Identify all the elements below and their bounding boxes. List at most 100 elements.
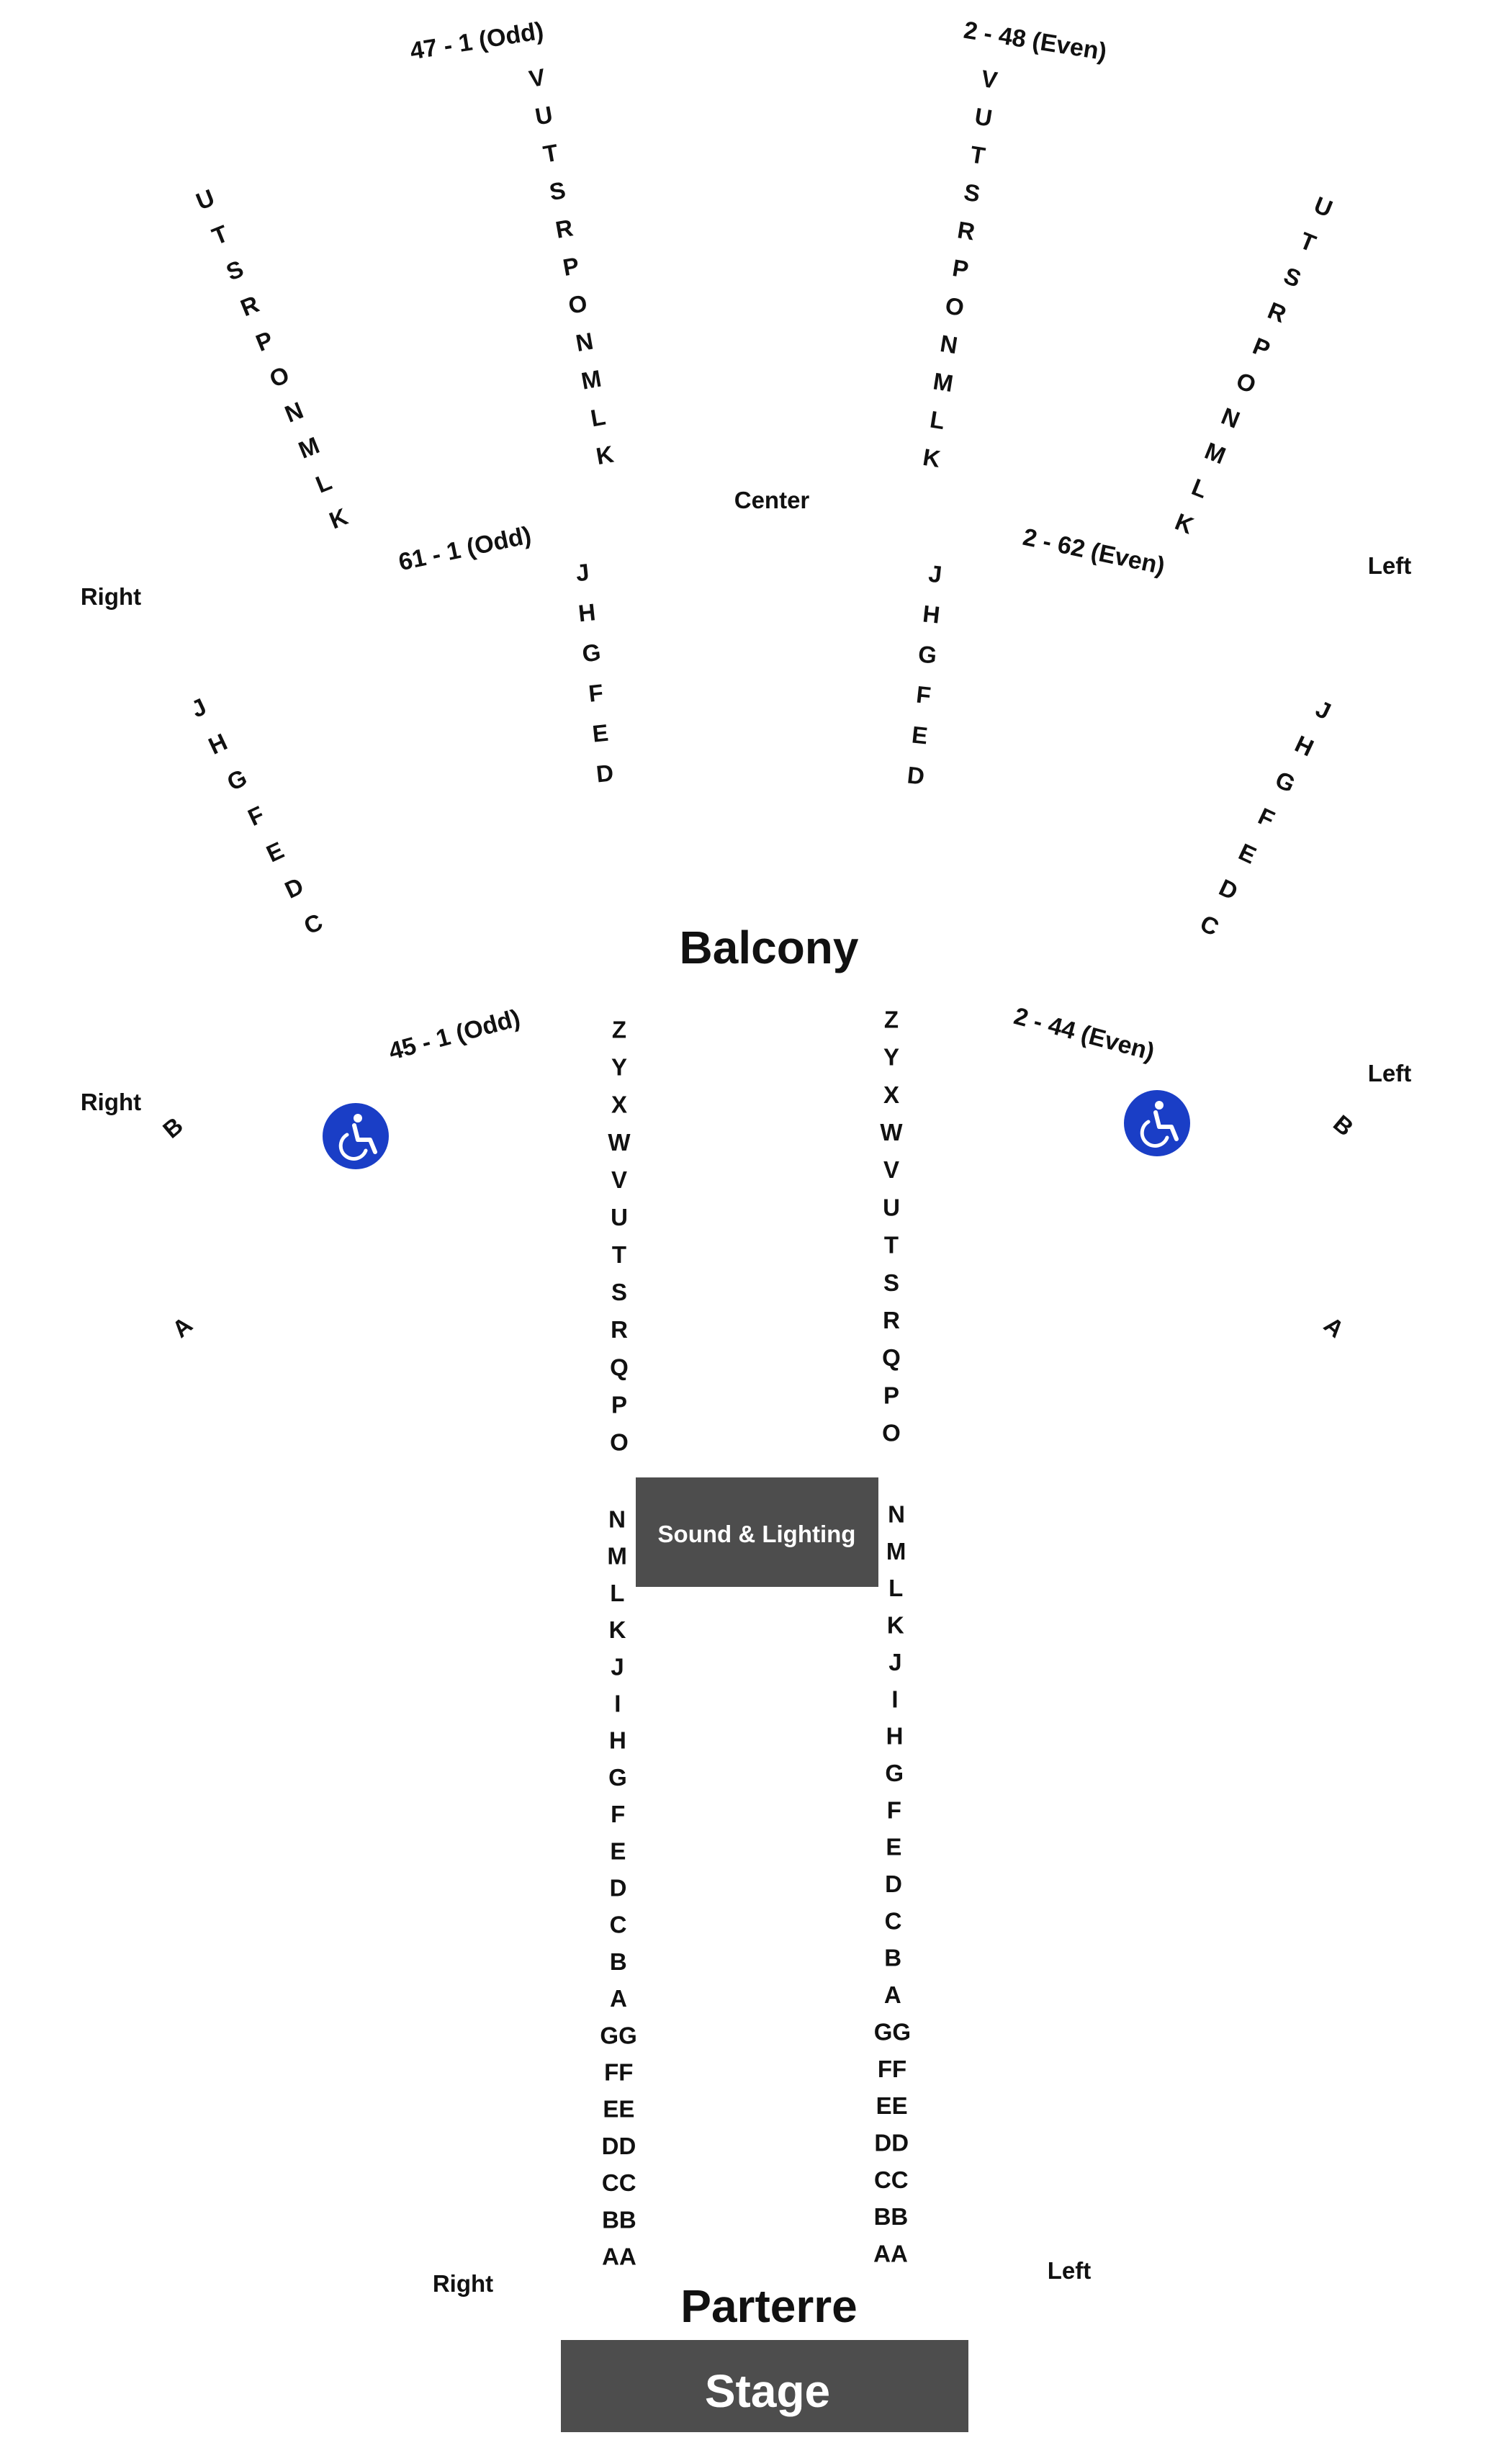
balcony-right-row-h[interactable]: H xyxy=(204,728,231,760)
parterre-right-row-cc[interactable]: CC xyxy=(602,2169,636,2196)
parterre-right-row-aa[interactable]: AA xyxy=(602,2244,636,2270)
parterre-right-row-v[interactable]: V xyxy=(611,1166,627,1193)
balcony-left-row-n[interactable]: N xyxy=(1218,402,1243,433)
balcony-center-left-row-e[interactable]: E xyxy=(911,721,930,749)
parterre-left-row-v[interactable]: V xyxy=(883,1156,899,1183)
parterre-right-row-n[interactable]: N xyxy=(608,1506,626,1533)
balcony-right-row-j[interactable]: J xyxy=(187,693,210,722)
balcony-left-row-p[interactable]: P xyxy=(1249,332,1274,363)
balcony-center-right-row-n[interactable]: N xyxy=(574,328,595,357)
parterre-right-row-bb[interactable]: BB xyxy=(602,2206,636,2233)
balcony-right-row-o[interactable]: O xyxy=(266,361,293,392)
balcony-center-left-row-r[interactable]: R xyxy=(955,216,976,245)
parterre-right-row-i[interactable]: I xyxy=(614,1691,621,1717)
parterre-right-row-h[interactable]: H xyxy=(609,1727,626,1754)
parterre-left-row-e[interactable]: E xyxy=(886,1834,901,1860)
parterre-right-row-w[interactable]: W xyxy=(608,1129,631,1156)
lower-right-row-b[interactable]: B xyxy=(158,1112,188,1143)
balcony-center-right-row-r[interactable]: R xyxy=(554,214,575,243)
lower-left-row-b[interactable]: B xyxy=(1328,1110,1359,1141)
balcony-center-left-row-h[interactable]: H xyxy=(922,600,942,628)
sound-lighting-booth[interactable]: Sound & Lighting xyxy=(636,1477,878,1587)
balcony-center-left-row-d[interactable]: D xyxy=(906,761,926,789)
balcony-center-left-row-k[interactable]: K xyxy=(921,444,942,472)
parterre-right-row-t[interactable]: T xyxy=(612,1241,626,1268)
parterre-left-row-y[interactable]: Y xyxy=(883,1044,899,1071)
balcony-center-right-row-h[interactable]: H xyxy=(577,598,597,626)
balcony-center-right-row-g[interactable]: G xyxy=(581,639,602,667)
balcony-right-row-s[interactable]: S xyxy=(222,255,247,286)
parterre-left-row-m[interactable]: M xyxy=(886,1538,906,1565)
parterre-left-row-aa[interactable]: AA xyxy=(873,2241,908,2267)
parterre-right-row-m[interactable]: M xyxy=(607,1543,627,1570)
balcony-left-row-d[interactable]: D xyxy=(1215,873,1242,905)
balcony-right-row-l[interactable]: L xyxy=(312,468,336,498)
parterre-right-row-z[interactable]: Z xyxy=(612,1017,626,1043)
parterre-right-row-b[interactable]: B xyxy=(610,1948,627,1975)
balcony-left-row-h[interactable]: H xyxy=(1291,730,1318,762)
parterre-right-row-o[interactable]: O xyxy=(610,1429,629,1456)
parterre-right-row-gg[interactable]: GG xyxy=(600,2022,636,2048)
parterre-right-row-e[interactable]: E xyxy=(610,1837,626,1864)
parterre-left-row-t[interactable]: T xyxy=(884,1232,899,1259)
parterre-left-row-ff[interactable]: FF xyxy=(878,2056,906,2082)
balcony-right-row-d[interactable]: D xyxy=(281,872,307,904)
balcony-center-left-row-n[interactable]: N xyxy=(938,330,959,359)
parterre-left-row-gg[interactable]: GG xyxy=(874,2018,911,2045)
parterre-left-row-b[interactable]: B xyxy=(884,1945,901,1971)
parterre-right-row-x[interactable]: X xyxy=(611,1092,627,1118)
parterre-left-row-n[interactable]: N xyxy=(888,1501,905,1528)
balcony-right-row-n[interactable]: N xyxy=(281,397,307,428)
parterre-left-row-w[interactable]: W xyxy=(880,1119,903,1146)
balcony-center-left-row-u[interactable]: U xyxy=(973,102,994,131)
balcony-right-row-u[interactable]: U xyxy=(192,184,218,215)
parterre-right-row-r[interactable]: R xyxy=(611,1316,628,1343)
parterre-left-row-z[interactable]: Z xyxy=(884,1007,899,1033)
parterre-left-row-s[interactable]: S xyxy=(883,1269,899,1296)
balcony-left-row-g[interactable]: G xyxy=(1272,766,1300,798)
balcony-center-right-row-p[interactable]: P xyxy=(561,252,581,281)
balcony-left-row-s[interactable]: S xyxy=(1280,262,1305,293)
balcony-center-right-row-l[interactable]: L xyxy=(588,403,607,432)
balcony-left-row-r[interactable]: R xyxy=(1264,297,1290,328)
parterre-right-row-s[interactable]: S xyxy=(611,1279,627,1305)
balcony-center-left-row-s[interactable]: S xyxy=(962,179,982,207)
parterre-left-row-p[interactable]: P xyxy=(883,1382,899,1408)
stage[interactable]: Stage xyxy=(561,2340,968,2432)
parterre-right-row-l[interactable]: L xyxy=(610,1580,624,1606)
balcony-center-left-row-p[interactable]: P xyxy=(950,254,971,283)
balcony-left-row-f[interactable]: F xyxy=(1254,802,1279,832)
balcony-left-row-l[interactable]: L xyxy=(1188,473,1212,503)
balcony-right-row-p[interactable]: P xyxy=(252,326,276,357)
balcony-center-right-row-k[interactable]: K xyxy=(594,441,616,470)
balcony-right-row-m[interactable]: M xyxy=(294,431,323,464)
lower-right-row-a[interactable]: A xyxy=(167,1311,197,1343)
parterre-left-row-f[interactable]: F xyxy=(887,1796,901,1823)
balcony-center-left-row-f[interactable]: F xyxy=(915,681,932,709)
parterre-right-row-j[interactable]: J xyxy=(611,1653,624,1680)
parterre-left-row-ee[interactable]: EE xyxy=(876,2092,908,2119)
balcony-right-row-k[interactable]: K xyxy=(325,503,351,534)
balcony-right-row-f[interactable]: F xyxy=(244,801,269,831)
parterre-left-row-a[interactable]: A xyxy=(884,1981,901,2008)
parterre-left-row-cc[interactable]: CC xyxy=(874,2166,909,2193)
parterre-right-row-ff[interactable]: FF xyxy=(604,2059,633,2086)
parterre-right-row-k[interactable]: K xyxy=(609,1616,626,1643)
parterre-right-row-p[interactable]: P xyxy=(611,1391,627,1418)
balcony-center-right-row-o[interactable]: O xyxy=(567,289,590,319)
parterre-left-row-o[interactable]: O xyxy=(882,1420,901,1446)
balcony-center-right-row-s[interactable]: S xyxy=(547,176,567,205)
wheelchair-icon[interactable] xyxy=(323,1103,389,1169)
balcony-right-row-c[interactable]: C xyxy=(300,908,326,940)
parterre-right-row-y[interactable]: Y xyxy=(611,1054,627,1081)
balcony-right-row-r[interactable]: R xyxy=(237,290,263,321)
balcony-left-row-t[interactable]: T xyxy=(1296,227,1320,257)
parterre-left-row-q[interactable]: Q xyxy=(882,1344,901,1371)
parterre-right-row-ee[interactable]: EE xyxy=(603,2096,634,2123)
balcony-center-right-row-u[interactable]: U xyxy=(533,101,554,130)
balcony-right-row-g[interactable]: G xyxy=(223,764,251,796)
parterre-left-row-u[interactable]: U xyxy=(883,1194,900,1220)
balcony-center-right-row-t[interactable]: T xyxy=(541,139,560,168)
balcony-center-left-row-o[interactable]: O xyxy=(943,292,966,321)
parterre-left-row-x[interactable]: X xyxy=(883,1081,899,1108)
